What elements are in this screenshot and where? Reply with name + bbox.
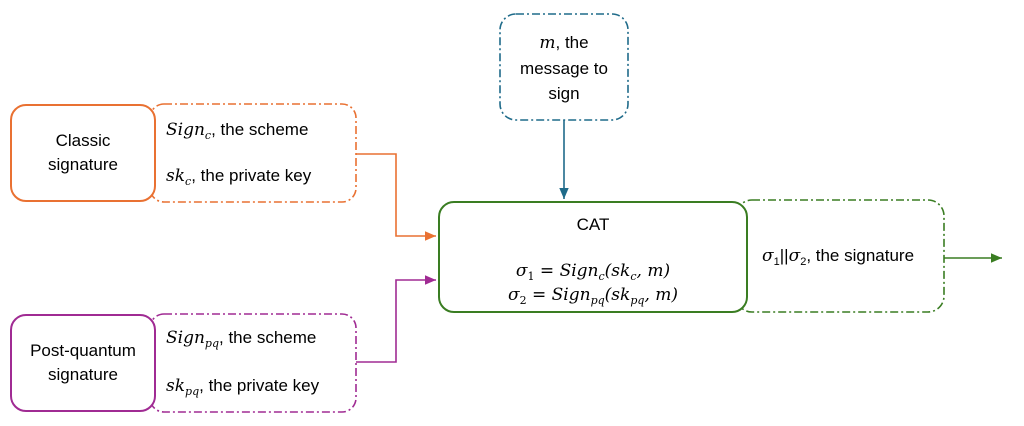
classic-annotation-border [149, 103, 357, 203]
cat-box: CAT σ1 = Signc(skc, m) σ2 = Signpq(skpq,… [438, 201, 748, 313]
output-sigma2-sub: 2 [800, 256, 807, 268]
eq2-args-a: (sk [604, 285, 631, 305]
pq-scheme-rest: , the scheme [219, 328, 317, 347]
pq-scheme-label: Signpq, the scheme [166, 328, 316, 350]
output-rest: , the signature [806, 246, 915, 265]
eq2-sigma-sub: 2 [519, 294, 527, 307]
pq-arrow [356, 275, 436, 363]
cat-title: CAT [576, 215, 610, 234]
eq1-args-b: , m) [636, 261, 671, 281]
classic-signature-box: Classic signature [10, 104, 156, 202]
message-box: m, the message to sign [500, 30, 628, 106]
output-sigma1: σ [762, 246, 774, 266]
pq-title-line1: Post-quantum [30, 341, 136, 360]
classic-key-label: skc, the private key [166, 166, 311, 188]
pq-annotation-border [149, 313, 357, 413]
message-line3: sign [548, 84, 580, 103]
classic-title-line2: signature [48, 155, 118, 174]
pq-key-sub: pq [185, 385, 200, 398]
eq1-sign-sub: c [598, 270, 605, 283]
classic-arrow [356, 153, 436, 241]
output-concat: || [779, 246, 789, 265]
classic-scheme-base: Sign [166, 120, 205, 140]
pq-signature-box: Post-quantum signature [10, 314, 156, 412]
eq1-args-a: (sk [604, 261, 631, 281]
eq1-args-sub: c [630, 270, 637, 283]
message-var: m [539, 33, 556, 53]
eq1-sigma-sub: 1 [527, 270, 535, 283]
cat-equation-1: σ1 = Signc(skc, m) [440, 261, 746, 283]
classic-scheme-label: Signc, the scheme [166, 120, 308, 142]
pq-title-line2: signature [48, 365, 118, 384]
classic-scheme-rest: , the scheme [211, 120, 309, 139]
eq2-args-b: , m) [644, 285, 678, 305]
classic-title-line1: Classic [55, 131, 111, 150]
eq1-sigma: σ [515, 261, 528, 281]
eq2-sigma: σ [508, 285, 520, 305]
cat-equation-2: σ2 = Signpq(skpq, m) [440, 285, 746, 307]
output-sigma1-sub: 1 [773, 256, 780, 268]
classic-key-base: sk [166, 166, 186, 186]
classic-key-rest: , the private key [191, 166, 312, 185]
pq-key-base: sk [166, 376, 186, 396]
message-line2: message to [520, 59, 608, 78]
classic-scheme-sub: c [204, 129, 212, 142]
message-line1: , the [555, 33, 589, 52]
eq1-sign: = Sign [534, 261, 599, 281]
eq2-args-sub: pq [630, 294, 645, 307]
eq2-sign: = Sign [526, 285, 591, 305]
pq-key-label: skpq, the private key [166, 376, 319, 398]
output-sigma2: σ [788, 246, 801, 266]
pq-key-rest: , the private key [199, 376, 320, 395]
pq-scheme-sub: pq [204, 337, 220, 350]
classic-key-sub: c [185, 175, 192, 188]
output-signature-label: σ1||σ2, the signature [762, 246, 914, 268]
pq-scheme-base: Sign [166, 328, 205, 348]
eq2-sign-sub: pq [590, 294, 605, 307]
